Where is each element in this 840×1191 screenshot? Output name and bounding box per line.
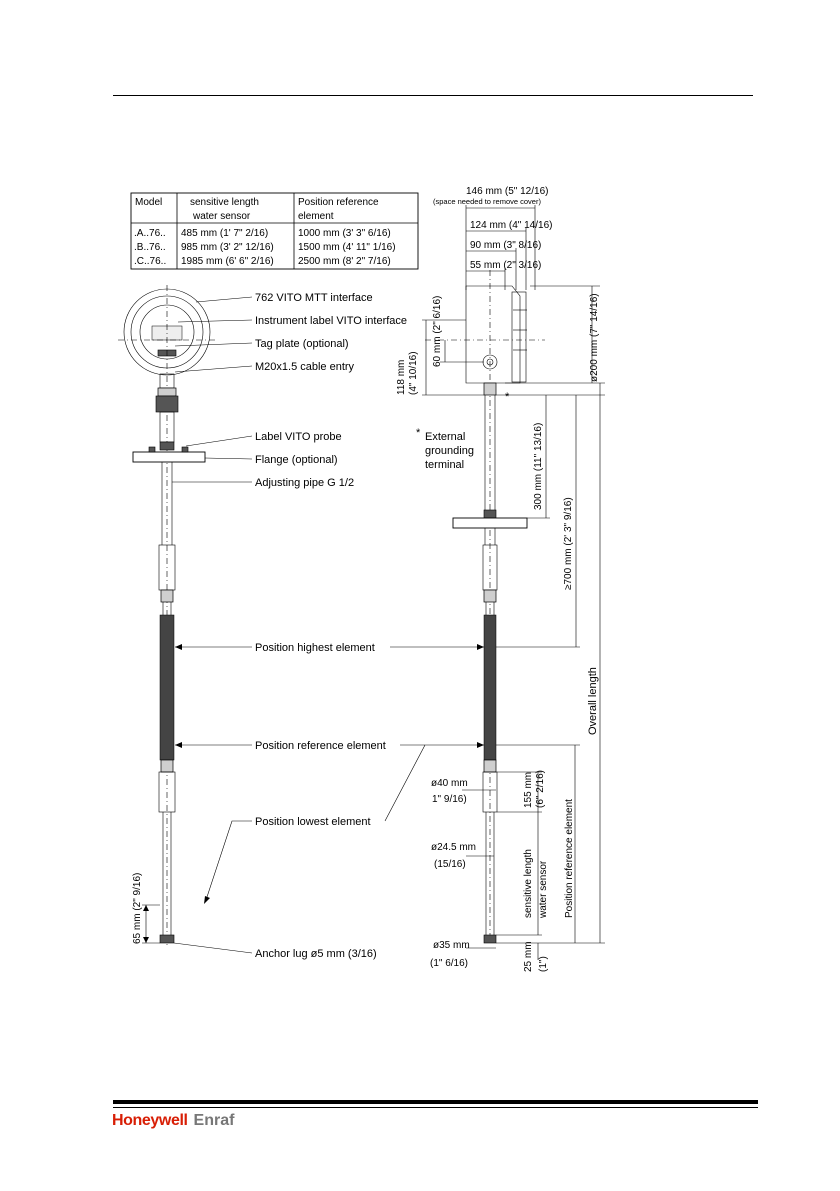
table-cell: .A..76.. xyxy=(134,228,166,239)
callout-mtt-interface: 762 VITO MTT interface xyxy=(255,292,373,304)
dim-65mm: 65 mm (2" 9/16) xyxy=(132,873,160,944)
table-cell: 1000 mm (3' 3" 6/16) xyxy=(298,228,391,239)
dim-118mm-b: (4" 10/16) xyxy=(408,351,419,395)
callout-cable-entry: M20x1.5 cable entry xyxy=(255,361,355,373)
dim-200mm: ø200 mm (7" 14/16) xyxy=(589,293,600,382)
dim-25mm-a: 25 mm xyxy=(523,941,534,972)
logo-brand: Honeywell xyxy=(112,1112,188,1129)
table-cell: 985 mm (3' 2" 12/16) xyxy=(181,242,274,253)
callout-anchor-lug: Anchor lug ø5 mm (3/16) xyxy=(255,948,377,960)
dim-65mm-label: 65 mm (2" 9/16) xyxy=(132,873,143,944)
dim-118mm-a: 118 mm xyxy=(396,360,407,395)
grounding-star: * xyxy=(416,427,421,439)
dim-40mm-a: ø40 mm xyxy=(431,778,468,789)
left-callouts: 762 VITO MTT interface Instrument label … xyxy=(255,292,474,960)
table-header-model: Model xyxy=(135,197,162,208)
dim-155mm-a: 155 mm xyxy=(523,772,534,808)
dim-300mm: 300 mm (11" 13/16) xyxy=(533,423,544,510)
dim-124mm: 124 mm (4" 14/16) xyxy=(470,220,552,231)
table-cell: .B..76.. xyxy=(134,242,166,253)
transmitter-head-side-view xyxy=(425,270,545,945)
dim-25mm-b: (1") xyxy=(538,956,549,972)
callout-highest-element: Position highest element xyxy=(255,642,375,654)
dim-sensitive-a: sensitive length xyxy=(523,849,534,918)
head-vertical-dimensions: 60 mm (2" 6/16) 118 mm (4" 10/16) * xyxy=(396,296,510,403)
table-cell: 1985 mm (6' 6" 2/16) xyxy=(181,256,274,267)
callout-label-probe: Label VITO probe xyxy=(255,431,342,443)
dim-60mm: 60 mm (2" 6/16) xyxy=(432,296,443,367)
grounding-marker: * xyxy=(505,391,510,403)
dim-40mm-b: 1" 9/16) xyxy=(432,794,467,805)
dim-35mm-a: ø35 mm xyxy=(433,940,470,951)
callout-instrument-label: Instrument label VITO interface xyxy=(255,315,407,327)
footer-rule-thick xyxy=(113,1100,758,1104)
footer-rule-thin xyxy=(113,1107,758,1108)
footer-logo: Honeywell Enraf xyxy=(112,1112,234,1130)
dim-245mm-a: ø24.5 mm xyxy=(431,842,476,853)
table-cell: 2500 mm (8' 2" 7/16) xyxy=(298,256,391,267)
dim-55mm: 55 mm (2" 3/16) xyxy=(470,260,541,271)
table-cell: 485 mm (1' 7" 2/16) xyxy=(181,228,268,239)
dim-90mm: 90 mm (3" 8/16) xyxy=(470,240,541,251)
transmitter-head-front-view xyxy=(118,285,218,945)
table-cell: .C..76.. xyxy=(134,256,166,267)
right-vertical-dimensions: ø200 mm (7" 14/16) 300 mm (11" 13/16) ≥7… xyxy=(430,285,605,972)
grounding-line3: terminal xyxy=(425,459,464,471)
top-dimensions: 146 mm (5" 12/16) (space needed to remov… xyxy=(433,186,552,290)
dim-155mm-b: (6" 2/16) xyxy=(535,770,546,808)
callout-reference-element: Position reference element xyxy=(255,740,386,752)
grounding-line2: grounding xyxy=(425,445,474,457)
callout-flange: Flange (optional) xyxy=(255,454,338,466)
dim-35mm-b: (1" 6/16) xyxy=(430,958,468,969)
dim-146mm: 146 mm (5" 12/16) xyxy=(466,186,548,197)
logo-sub: Enraf xyxy=(193,1112,235,1129)
grounding-line1: External xyxy=(425,431,465,443)
dim-sensitive-b: water sensor xyxy=(538,860,549,919)
table-cell: 1500 mm (4' 11" 1/16) xyxy=(298,242,396,253)
dim-700mm: ≥700 mm (2' 3" 9/16) xyxy=(563,497,574,590)
left-callout-leaders xyxy=(172,296,484,954)
dim-position-reference: Position reference element xyxy=(564,799,575,918)
callout-tag-plate: Tag plate (optional) xyxy=(255,338,349,350)
dim-245mm-b: (15/16) xyxy=(434,859,466,870)
dim-146mm-note: (space needed to remove cover) xyxy=(433,197,541,206)
callout-lowest-element: Position lowest element xyxy=(255,816,371,828)
callout-adjusting-pipe: Adjusting pipe G 1/2 xyxy=(255,477,354,489)
dim-overall-length: Overall length xyxy=(587,667,599,735)
header-rule xyxy=(113,95,753,96)
